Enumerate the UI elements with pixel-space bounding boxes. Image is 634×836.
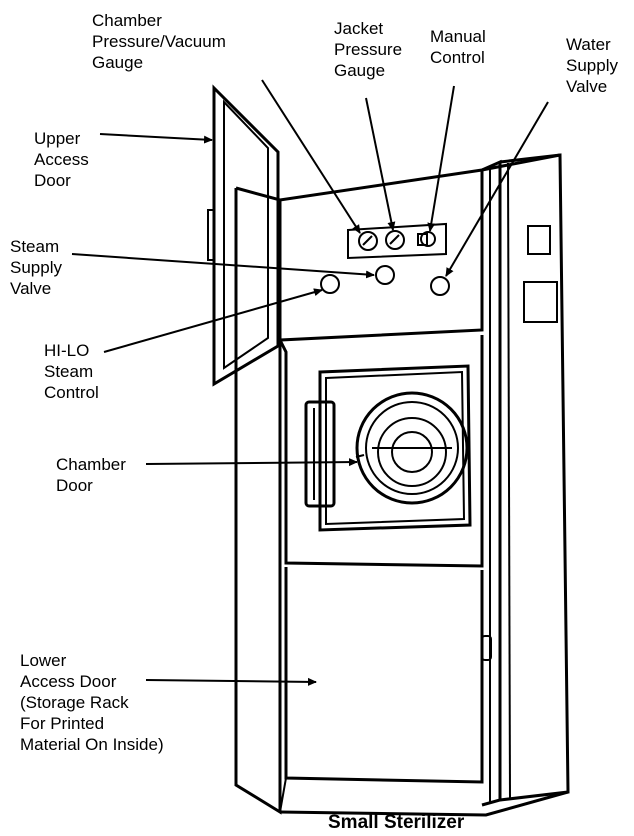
label-jacket-pressure-gauge: Jacket Pressure Gauge <box>334 19 403 80</box>
cabinet-left-side <box>234 188 282 815</box>
water-valve-leader <box>445 101 549 277</box>
label-manual-control: Manual Control <box>430 27 486 67</box>
chamber-gauge-leader <box>261 79 361 234</box>
hilo-leader <box>103 288 323 353</box>
right-column-edge <box>481 159 502 807</box>
cabinet-top <box>235 153 561 202</box>
leader-lines <box>71 79 549 686</box>
upper-front-panel <box>278 170 484 342</box>
upper-door-leader <box>99 133 213 144</box>
upper-access-door-drawing <box>207 84 280 387</box>
jacket-gauge-leader <box>365 97 396 231</box>
manual-control-leader <box>427 85 455 232</box>
right-column-front <box>499 153 570 802</box>
label-water-supply-valve: Water Supply Valve <box>566 35 618 96</box>
label-chamber-pressure-vacuum-gauge: Chamber Pressure/Vacuum Gauge <box>92 11 226 72</box>
right-window-upper <box>527 225 551 255</box>
chamber-door-drawing <box>304 364 472 532</box>
label-hilo-steam-control: HI-LO Steam Control <box>44 341 99 402</box>
cabinet <box>234 153 570 817</box>
cabinet-base <box>279 790 569 817</box>
lower-front-panel <box>284 567 484 784</box>
control-panel <box>320 222 450 296</box>
label-lower-access-door: Lower Access Door (Storage Rack For Prin… <box>20 651 164 754</box>
chamber-door-leader <box>145 458 358 467</box>
lower-door-leader <box>145 677 317 686</box>
water-supply-valve <box>430 276 450 296</box>
label-steam-supply-valve: Steam Supply Valve <box>10 237 62 298</box>
label-chamber-door: Chamber Door <box>56 455 126 495</box>
steam-valve-leader <box>71 253 375 279</box>
steam-supply-valve <box>375 265 395 285</box>
hilo-steam-valve <box>320 274 340 294</box>
diagram-caption: Small Sterilizer <box>328 812 465 833</box>
lower-door-latch <box>481 635 492 661</box>
right-window-lower <box>523 281 558 323</box>
label-upper-access-door: Upper Access Door <box>34 129 89 190</box>
